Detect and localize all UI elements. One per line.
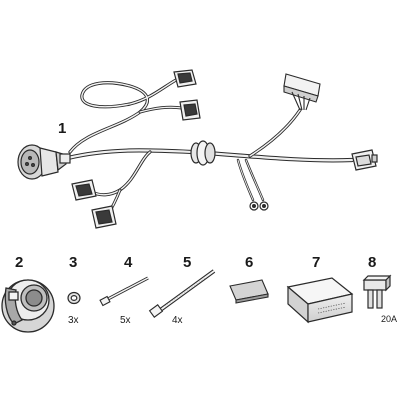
harness-upper-loop bbox=[68, 78, 178, 154]
harness-connector-middle bbox=[179, 99, 201, 121]
nut bbox=[67, 291, 81, 305]
harness-connector-right-upper bbox=[283, 73, 321, 111]
part-number-7: 7 bbox=[312, 254, 321, 271]
adhesive-pad bbox=[229, 279, 269, 304]
cable-tie-long bbox=[148, 269, 216, 318]
part-number-4: 4 bbox=[124, 254, 133, 271]
part-5-quantity: 4x bbox=[172, 315, 183, 326]
harness-grommet bbox=[190, 140, 216, 166]
part-number-5: 5 bbox=[183, 254, 192, 271]
harness-ring-terminals bbox=[249, 201, 269, 211]
part-number-8: 8 bbox=[368, 254, 377, 271]
harness-socket-plug bbox=[17, 144, 71, 180]
control-module bbox=[286, 277, 354, 324]
harness-right-upper-branch bbox=[248, 108, 302, 158]
part-number-2: 2 bbox=[15, 254, 24, 271]
part-3-quantity: 3x bbox=[68, 315, 79, 326]
part-number-1: 1 bbox=[58, 120, 67, 137]
fuse bbox=[362, 274, 392, 309]
harness-connector-right-end bbox=[351, 149, 378, 171]
part-4-quantity: 5x bbox=[120, 315, 131, 326]
fuse-rating: 20A bbox=[381, 314, 398, 324]
socket-13-pin bbox=[1, 279, 55, 333]
cable-tie-short bbox=[99, 276, 149, 307]
harness-lower-branch bbox=[90, 150, 152, 216]
harness-connector-top bbox=[173, 69, 197, 88]
harness-connector-lower-1 bbox=[71, 179, 97, 201]
part-number-6: 6 bbox=[245, 254, 254, 271]
harness-earth-wires bbox=[236, 158, 265, 202]
harness-connector-lower-2 bbox=[91, 205, 117, 229]
harness-branch-upper-connector bbox=[138, 105, 184, 114]
part-number-3: 3 bbox=[69, 254, 78, 271]
